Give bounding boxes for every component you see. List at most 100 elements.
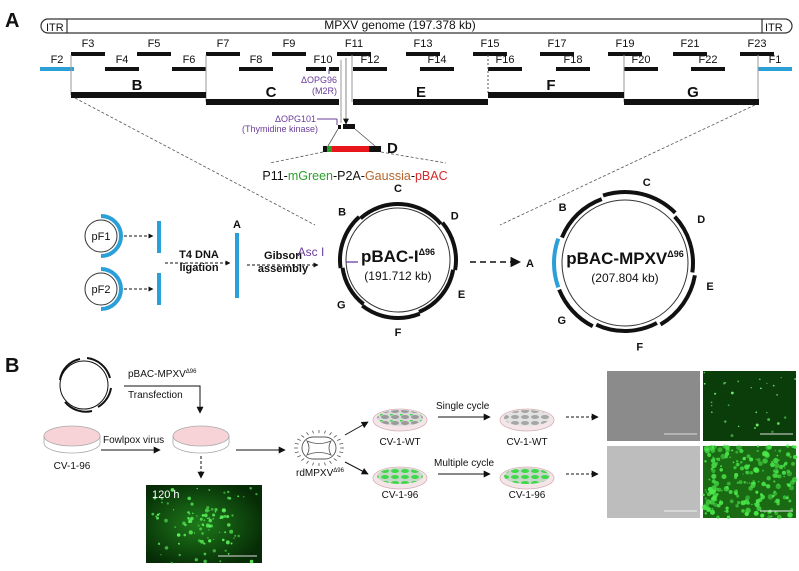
fragment-label-f15: F15 bbox=[481, 38, 500, 50]
plasmid2-arc-g bbox=[557, 288, 594, 329]
fragment-bar-f14 bbox=[420, 67, 454, 71]
micrograph-wt-fluorescence bbox=[703, 371, 797, 441]
deletion-opg96-line1: ΔOPG96 bbox=[301, 75, 337, 85]
b-plasmid-name: pBAC-MPXV bbox=[128, 369, 186, 380]
b-plasmid-sup: Δ96 bbox=[186, 369, 197, 375]
pf2-plasmid: pF2 bbox=[84, 267, 123, 311]
fragment-bar-f10 bbox=[329, 67, 339, 71]
cv1wt-label-2: CV-1-WT bbox=[506, 437, 547, 448]
plasmid-pbac-i: pBAC-IΔ96 (191.712 kb) bbox=[345, 207, 451, 313]
pf1-label: pF1 bbox=[92, 231, 111, 243]
deletion-opg101-line2: (Thymidine kinase) bbox=[242, 124, 318, 134]
plasmid1-arc-d bbox=[440, 221, 458, 271]
plasmid1-arc-e bbox=[418, 269, 456, 314]
svg-text:rdMPXVΔ96: rdMPXVΔ96 bbox=[296, 468, 345, 479]
dish-transfected bbox=[172, 425, 230, 454]
cv196-label-1: CV-1-96 bbox=[382, 490, 419, 501]
plasmid1-name: pBAC-I bbox=[361, 247, 419, 266]
plasmid2-arc-f bbox=[595, 321, 658, 333]
t4-line1: T4 DNA bbox=[179, 249, 219, 261]
fragment-bar-f19 bbox=[608, 52, 642, 56]
segment-d-insert bbox=[323, 146, 381, 152]
fragment-bar-f11 bbox=[337, 52, 371, 56]
t4-line2: ligation bbox=[179, 262, 218, 274]
segment-f-label: F bbox=[546, 77, 555, 94]
multiple-cycle-label: Multiple cycle bbox=[434, 458, 494, 469]
cv196-label: CV-1-96 bbox=[54, 461, 91, 472]
cassette-part-5: pBAC bbox=[415, 169, 448, 183]
plasmid1-arc-g bbox=[340, 267, 365, 306]
plasmid2-arc-e bbox=[659, 274, 697, 327]
fragment-label-f20: F20 bbox=[632, 54, 651, 66]
fragment-bar-f13 bbox=[406, 52, 440, 56]
plasmid1-size: (191.712 kb) bbox=[364, 269, 431, 283]
cassette-part-0: P11- bbox=[262, 169, 287, 183]
fragment-label-f7: F7 bbox=[217, 38, 230, 50]
svg-text:pBAC-IΔ96: pBAC-IΔ96 bbox=[361, 247, 435, 266]
fragment-label-f18: F18 bbox=[564, 54, 583, 66]
cassette-part-2: -P2A- bbox=[333, 169, 365, 183]
gibson-line1: Gibson bbox=[264, 250, 302, 262]
micrograph-wt-brightfield bbox=[607, 371, 700, 441]
fragment-bar-f17 bbox=[540, 52, 574, 56]
genome-title: MPXV genome (197.378 kb) bbox=[324, 18, 475, 32]
panel-b-plasmid-icon bbox=[59, 357, 112, 413]
pf1-fragment bbox=[157, 221, 161, 253]
genome-bar: ITR ITR MPXV genome (197.378 kb) bbox=[40, 18, 793, 34]
cassette-part-4: - bbox=[411, 169, 415, 183]
virus-name: rdMPXV bbox=[296, 468, 334, 479]
fragment-bar-f18 bbox=[556, 67, 590, 71]
cassette-part-3: Gaussia bbox=[365, 169, 411, 183]
plasmid1-arc-b bbox=[338, 215, 361, 269]
deletion-opg96-line2: (M2R) bbox=[312, 86, 337, 96]
pf1-plasmid: pF1 bbox=[84, 214, 123, 258]
fragment-bar-f12 bbox=[353, 67, 387, 71]
fragment-bar-f23 bbox=[740, 52, 774, 56]
plasmid1-label-f: F bbox=[395, 327, 402, 339]
fragment-bar-f21 bbox=[673, 52, 707, 56]
deletion-opg101-line1: ΔOPG101 bbox=[275, 114, 316, 124]
cassette-part-1: mGreen bbox=[288, 169, 333, 183]
segment-c-label: C bbox=[266, 84, 277, 101]
dish-cv1wt-result bbox=[499, 408, 555, 432]
fragment-bar-f9 bbox=[272, 52, 306, 56]
segment-b-bar bbox=[71, 92, 206, 98]
fragment-label-f11: F11 bbox=[345, 38, 363, 50]
dish-cv196-start bbox=[43, 425, 101, 454]
fragment-bar-f7 bbox=[206, 52, 240, 56]
fragment-label-f3: F3 bbox=[82, 38, 95, 50]
svg-text:pBAC-MPXVΔ96: pBAC-MPXVΔ96 bbox=[128, 369, 197, 380]
plasmid1-arc-f bbox=[361, 304, 421, 320]
plasmid2-arc-c bbox=[602, 190, 677, 215]
plasmid1-label-b: B bbox=[338, 206, 346, 218]
segment-d-label: D bbox=[387, 140, 398, 157]
fragment-label-f23: F23 bbox=[748, 38, 767, 50]
transfection-label: Transfection bbox=[128, 390, 183, 401]
plasmid2-name: pBAC-MPXV bbox=[566, 249, 668, 268]
plasmid1-label-d: D bbox=[451, 211, 459, 223]
fragment-bar-f5 bbox=[137, 52, 171, 56]
plasmid2-label-b: B bbox=[559, 202, 567, 214]
plasmid-pbac-mpxv: pBAC-MPXVΔ96 (207.804 kb) bbox=[561, 199, 689, 327]
cv196-label-2: CV-1-96 bbox=[509, 490, 546, 501]
fragment-label-f6: F6 bbox=[183, 54, 196, 66]
pf2-label: pF2 bbox=[92, 284, 111, 296]
fragment-bar-f1 bbox=[758, 67, 792, 71]
pf2-fragment bbox=[157, 273, 161, 305]
fragment-label-f5: F5 bbox=[148, 38, 161, 50]
virus-icon bbox=[294, 430, 344, 466]
plasmid1-label-g: G bbox=[337, 299, 346, 311]
plasmid2-label-a: A bbox=[526, 258, 534, 270]
plasmid2-label-c: C bbox=[643, 177, 651, 189]
segment-e-bar bbox=[353, 99, 488, 105]
plasmid2-label-g: G bbox=[558, 315, 567, 327]
fragment-label-f12: F12 bbox=[361, 54, 380, 66]
cassette-label: P11-mGreen-P2A-Gaussia-pBAC bbox=[262, 169, 447, 183]
fragment-label-f16: F16 bbox=[496, 54, 515, 66]
fragment-label-f13: F13 bbox=[414, 38, 433, 50]
fragment-bar-f16 bbox=[488, 67, 522, 71]
